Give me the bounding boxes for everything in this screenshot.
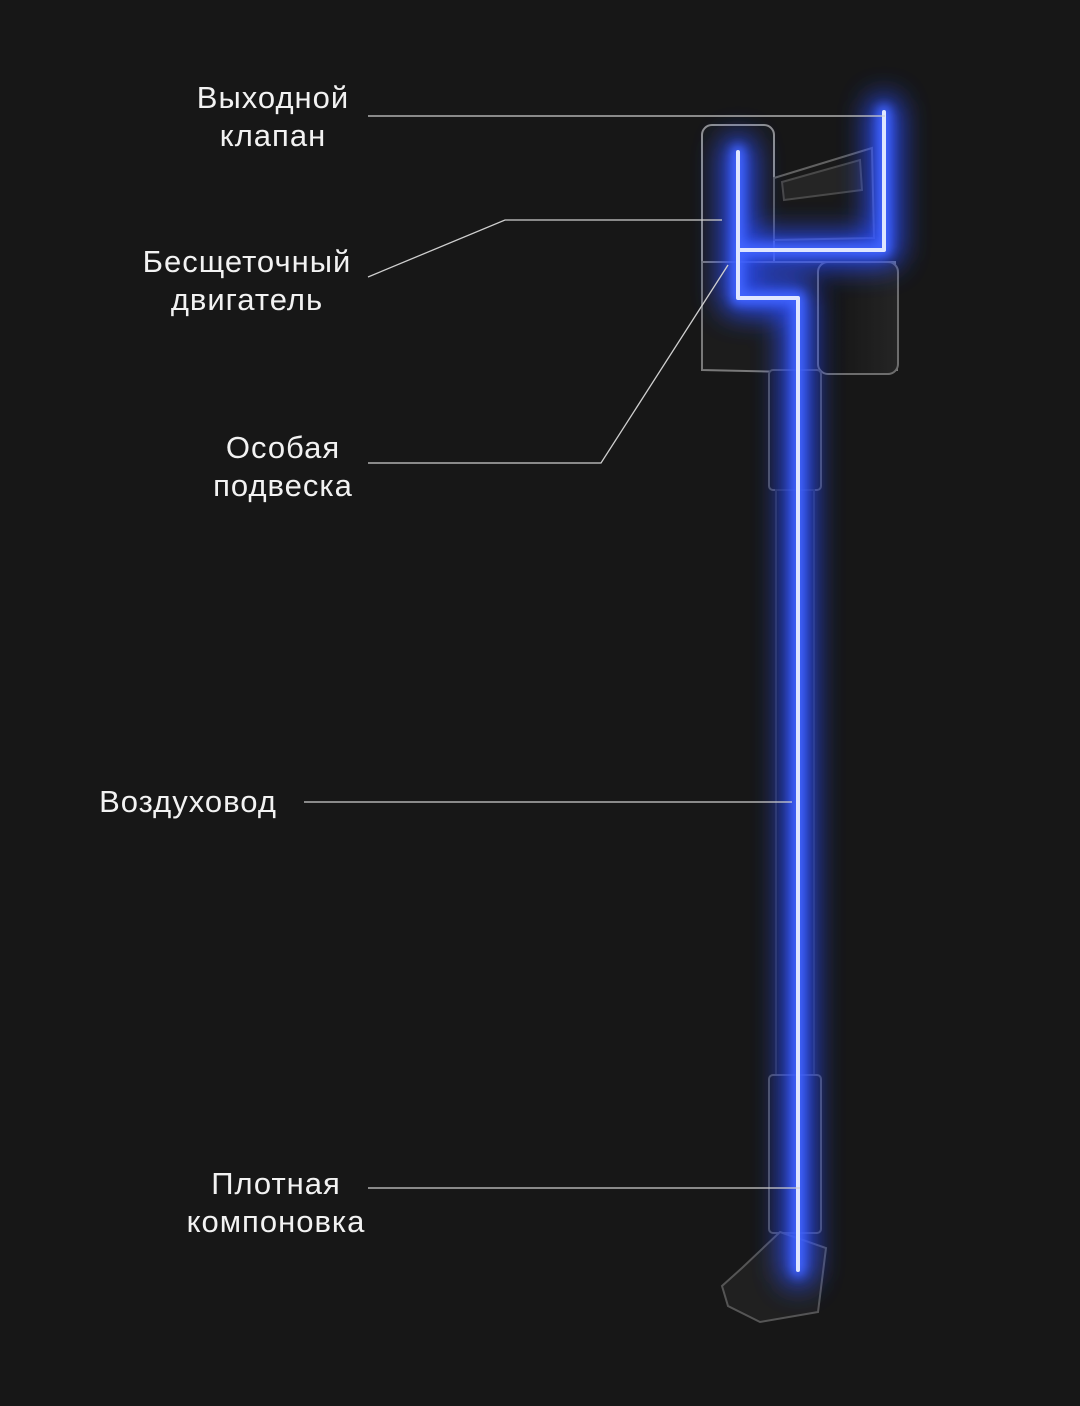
airflow-path: [721, 95, 901, 1287]
leader-brushless-motor: [367, 219, 722, 278]
leader-lines: [304, 115, 885, 1189]
label-brushless-motor-line1: Бесщеточный: [142, 244, 352, 279]
label-compact-layout-line2: компоновка: [186, 1204, 366, 1239]
label-compact-layout: Плотная компоновка: [160, 1165, 392, 1241]
dust-cup: [817, 261, 899, 375]
label-exhaust-valve-line1: Выходной: [196, 80, 350, 115]
leader-special-suspension: [368, 264, 729, 464]
label-air-duct: Воздуховод: [80, 783, 296, 821]
label-brushless-motor: Бесщеточный двигатель: [118, 243, 376, 319]
label-special-suspension: Особая подвеска: [196, 429, 370, 505]
label-special-suspension-line1: Особая: [225, 430, 341, 465]
label-air-duct-line1: Воздуховод: [99, 784, 277, 819]
handle-grip: [780, 158, 864, 202]
label-brushless-motor-line2: двигатель: [170, 282, 324, 317]
airflow-core: [736, 110, 886, 1272]
label-exhaust-valve: Выходной клапан: [170, 79, 376, 155]
label-special-suspension-line2: подвеска: [213, 468, 353, 503]
label-exhaust-valve-line2: клапан: [219, 118, 327, 153]
label-compact-layout-line1: Плотная: [211, 1166, 341, 1201]
